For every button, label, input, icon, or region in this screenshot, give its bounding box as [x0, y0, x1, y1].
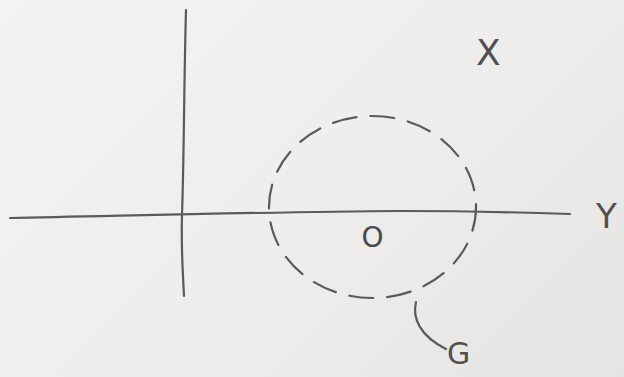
- leader-line: [415, 302, 446, 349]
- vertical-axis: [182, 10, 186, 296]
- dashed-circle: O: [265, 112, 480, 302]
- dashed-outline: [269, 116, 476, 298]
- axis-label: Y: [596, 198, 617, 235]
- axis-label-text: Y: [596, 196, 617, 236]
- axis-label-text: X: [476, 32, 501, 73]
- horizontal-axis: [10, 211, 570, 218]
- circle-outline: [265, 112, 480, 302]
- axis-label: X: [476, 33, 501, 73]
- node-text: O: [361, 222, 383, 254]
- callout-label: G: [447, 337, 470, 370]
- callout-label-text: G: [447, 336, 470, 371]
